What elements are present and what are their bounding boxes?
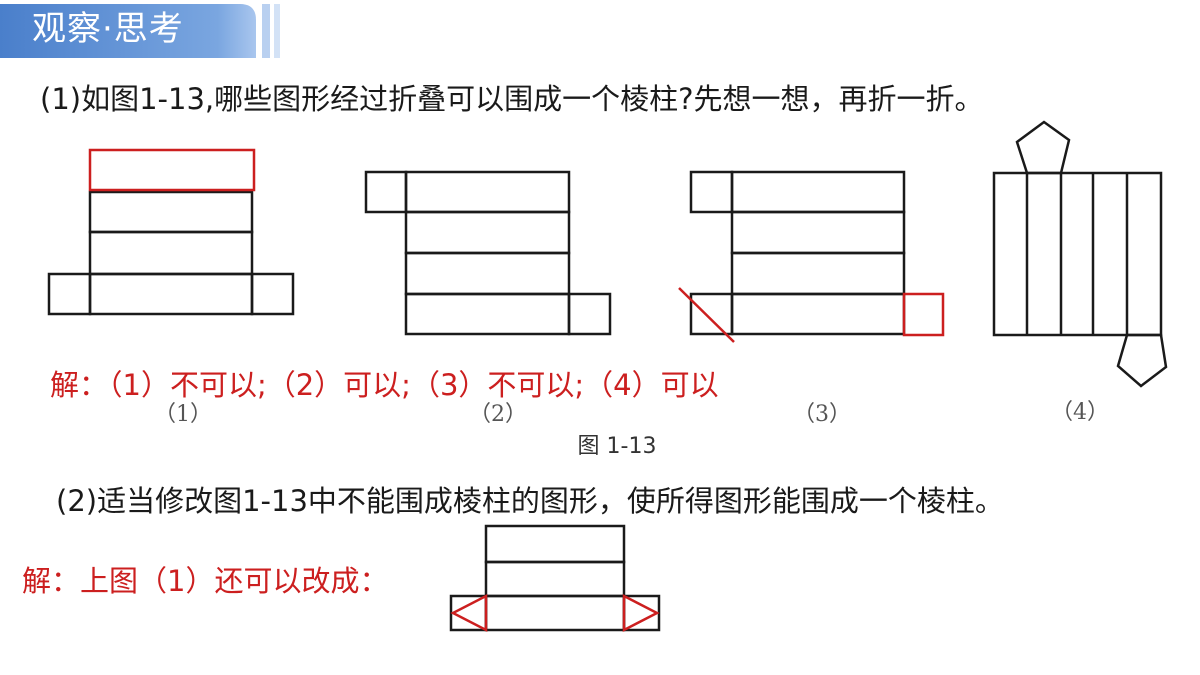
- net-2: [364, 170, 612, 336]
- modified-net: [449, 524, 661, 633]
- figure-label-4: （4）: [1051, 400, 1109, 425]
- figure-caption: 图 1-13: [577, 434, 657, 459]
- net-1-highlight-face: [88, 148, 256, 192]
- header-banner: [0, 4, 280, 58]
- left-triangle-face: [450, 593, 488, 633]
- net-3-strike-mark: [678, 287, 735, 343]
- figure-label-1: （1）: [154, 402, 212, 427]
- question-1-text: (1)如图1-13,哪些图形经过折叠可以围成一个棱柱?先想一想，再折一折。: [40, 82, 984, 116]
- figure-label-2: （2）: [469, 402, 527, 427]
- net-3-highlight-face: [902, 292, 945, 337]
- answer-1-text: 解：（1）不可以;（2）可以;（3）不可以;（4）可以: [50, 368, 719, 402]
- net-4: [992, 120, 1168, 388]
- net-1: [47, 148, 295, 316]
- net-3: [678, 170, 945, 343]
- top-pentagon: [1015, 120, 1071, 175]
- question-2-text: (2)适当修改图1-13中不能围成棱柱的图形，使所得图形能围成一个棱柱。: [56, 484, 1004, 518]
- answer-2-text: 解：上图（1）还可以改成：: [22, 564, 389, 598]
- bottom-pentagon: [1116, 333, 1168, 388]
- header-title: 观察·思考: [32, 9, 184, 49]
- right-triangle-face: [622, 593, 660, 633]
- figure-label-3: （3）: [793, 402, 851, 427]
